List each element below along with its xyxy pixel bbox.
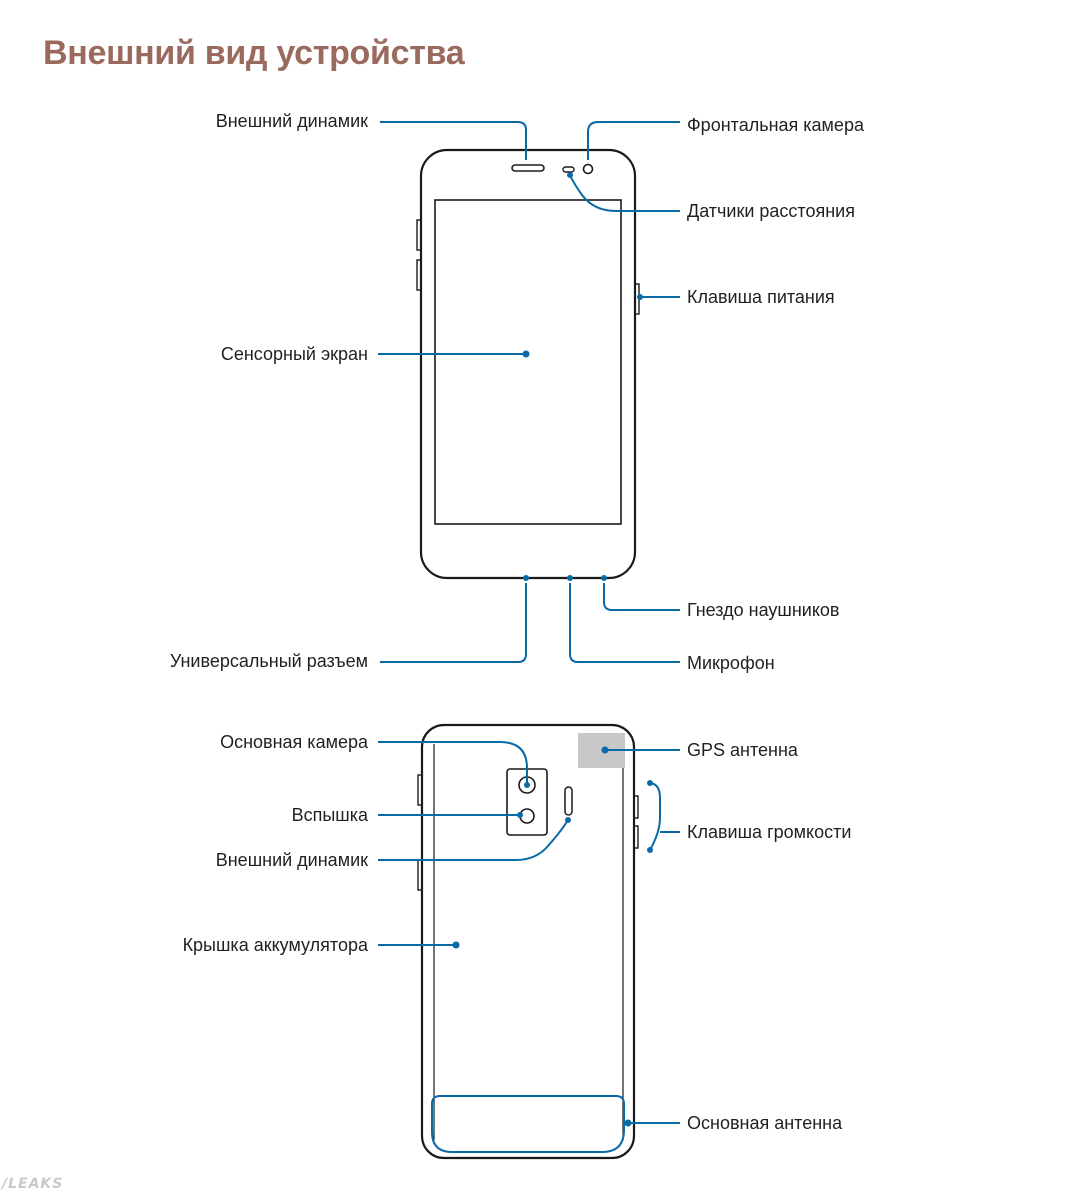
back-phone-body (420, 723, 636, 1160)
back-leader-dots (452, 746, 653, 1127)
front-left-side-key-upper (416, 219, 422, 251)
label-main-antenna: Основная антенна (687, 1113, 843, 1133)
label-power-key: Клавиша питания (687, 287, 835, 307)
label-flash: Вспышка (291, 805, 368, 825)
label-headset-jack: Гнездо наушников (687, 600, 840, 620)
back-cover-inner-edge (433, 744, 624, 1140)
label-back-external-speaker: Внешний динамик (215, 850, 368, 870)
front-phone (416, 148, 640, 580)
label-proximity-sensors: Датчики расстояния (687, 201, 855, 221)
watermark-logo: /LEAKS (2, 1176, 64, 1192)
front-leader-dots (522, 172, 643, 581)
back-left-side-key (417, 774, 423, 806)
label-gps-antenna: GPS антенна (687, 740, 798, 760)
label-battery-cover: Крышка аккумулятора (182, 935, 368, 955)
volume-key-upper (633, 795, 639, 819)
label-touch-screen: Сенсорный экран (220, 344, 368, 364)
front-left-side-key-lower (416, 259, 422, 291)
front-leaders (378, 121, 680, 663)
main-antenna-outline (431, 1095, 625, 1153)
back-leaders (378, 741, 680, 1153)
page-title: Внешний вид устройства (43, 34, 465, 72)
back-speaker-grille (564, 786, 573, 816)
label-usb-port: Универсальный разъем (169, 651, 368, 671)
label-microphone: Микрофон (687, 653, 775, 673)
front-screen (434, 199, 622, 525)
proximity-sensor-shape (562, 166, 575, 173)
back-phone (417, 723, 639, 1160)
label-front-external-speaker: Внешний динамик (215, 111, 368, 131)
front-speaker-grille (511, 164, 545, 172)
back-left-side-key-lower (417, 859, 423, 891)
volume-key-lower (633, 825, 639, 849)
front-camera-lens (582, 163, 594, 175)
label-volume-key: Клавиша громкости (687, 822, 852, 842)
label-front-camera: Фронтальная камера (687, 115, 864, 135)
label-main-camera: Основная камера (220, 732, 368, 752)
front-phone-body (419, 148, 637, 580)
